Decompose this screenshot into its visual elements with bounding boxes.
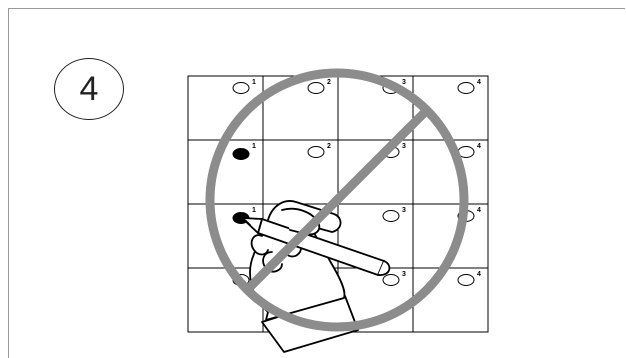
answer-bubble [383, 211, 399, 222]
bubble-label: 3 [402, 207, 406, 214]
bubble-label: 1 [252, 207, 256, 214]
answer-bubble [233, 83, 249, 94]
bubble-label: 4 [477, 143, 481, 150]
answer-bubble [308, 147, 324, 158]
bubble-label: 2 [327, 79, 331, 86]
prohibition-slash [247, 110, 427, 290]
bubble-label: 1 [252, 143, 256, 150]
filled-bubble [233, 149, 249, 160]
answer-bubble [458, 83, 474, 94]
bubble-label: 1 [252, 79, 256, 86]
bubble-label: 4 [477, 207, 481, 214]
bubble-label: 3 [402, 79, 406, 86]
bubble-label: 4 [477, 271, 481, 278]
bubble-label: 2 [327, 143, 331, 150]
bubble-label: 4 [477, 79, 481, 86]
answer-bubble [383, 275, 399, 286]
bubble-label: 3 [402, 271, 406, 278]
answer-bubble [308, 83, 324, 94]
answer-bubble [458, 275, 474, 286]
bubble-label: 3 [402, 143, 406, 150]
